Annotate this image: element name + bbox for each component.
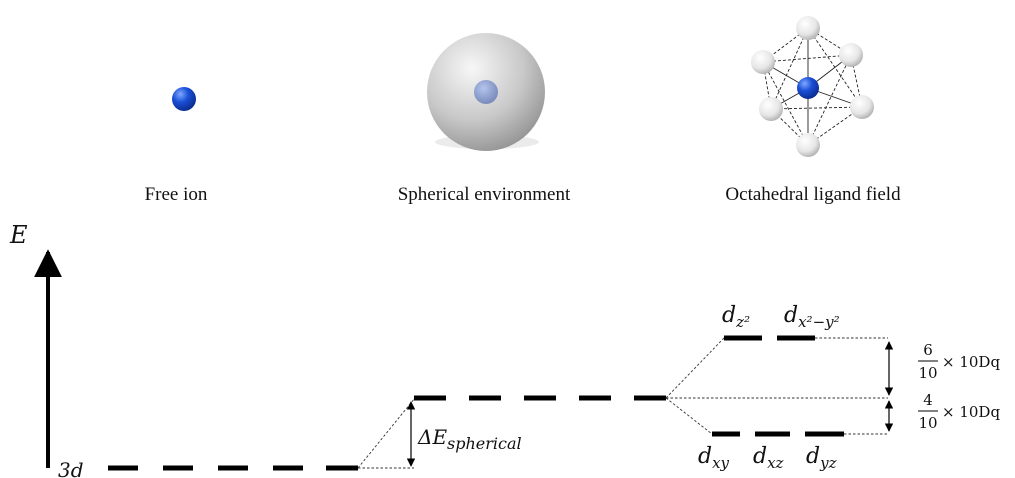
upper-fraction-denominator: 10: [918, 364, 937, 382]
level-label-3d-d: d: [71, 458, 84, 478]
octahedral-complex: [751, 16, 874, 157]
delta-e-symbol: ΔE: [417, 425, 447, 449]
lower-splitting-label: 4 10 × 10Dq: [918, 391, 1000, 432]
t2g-label-2: dxz: [753, 444, 784, 472]
connector-free-to-spherical-top: [357, 397, 416, 469]
upper-splitting-label: 6 10 × 10Dq: [918, 341, 1000, 382]
ligand-bottom: [796, 133, 820, 157]
upper-fraction-numerator: 6: [923, 341, 933, 359]
ligand-back-right: [839, 43, 863, 67]
level-label-3d: 3d: [58, 458, 84, 478]
ligand-top: [796, 16, 820, 40]
central-ion: [797, 77, 819, 99]
energy-axis-label: E: [9, 221, 28, 249]
spherical-environment-sphere: [427, 33, 545, 151]
connector-to-eg: [665, 337, 725, 399]
level-label-3d-digit: 3: [58, 458, 71, 478]
ligand-front-right: [850, 95, 874, 119]
lower-factor: × 10Dq: [942, 403, 1000, 421]
eg-label-2: dx²−y²: [784, 303, 840, 331]
t2g-label-1: dxy: [698, 444, 730, 472]
caption-free-ion: Free ion: [145, 184, 208, 205]
t2g-label-3: dyz: [806, 444, 837, 472]
connector-to-t2g: [665, 397, 713, 435]
delta-e-label: ΔEspherical: [417, 425, 522, 453]
ligand-back-left: [751, 50, 775, 74]
ligand-front-left: [759, 97, 783, 121]
upper-factor: × 10Dq: [942, 353, 1000, 371]
lower-fraction-denominator: 10: [918, 414, 937, 432]
free-ion-sphere: [172, 87, 196, 111]
caption-octahedral-ligand-field: Octahedral ligand field: [725, 184, 901, 205]
delta-e-subscript: spherical: [447, 434, 522, 453]
lower-fraction-numerator: 4: [923, 391, 933, 409]
caption-spherical-environment: Spherical environment: [398, 184, 571, 205]
eg-label-1: dz²: [722, 303, 750, 331]
